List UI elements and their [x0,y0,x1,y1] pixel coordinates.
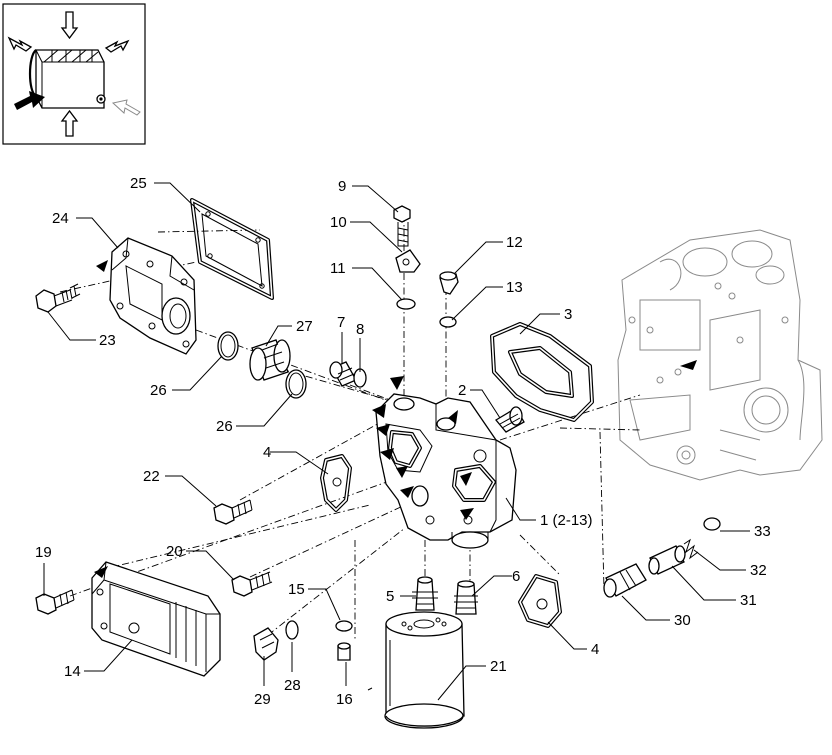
spring-32 [683,538,699,560]
callout-29: 29 [254,691,271,708]
filter-housing [372,376,517,549]
plug-29 [253,627,279,661]
callout-5: 5 [386,588,394,605]
callout-labels: 25 24 23 26 26 27 9 10 11 12 13 7 8 3 2 … [35,175,771,708]
arrow-up-icon [60,109,79,137]
nipple-5 [412,576,438,611]
callout-2: 2 [458,382,466,399]
callout-33: 33 [754,523,771,540]
callout-3: 3 [564,306,572,323]
nipple-6 [454,580,478,615]
arrow-left-gray-icon [111,99,141,116]
plug-12 [439,271,459,295]
tube-31 [648,545,686,575]
callout-30: 30 [674,612,691,629]
callout-7: 7 [337,314,345,331]
bolt-19 [35,589,75,615]
o-ring-upper [217,331,239,361]
seal-ring-28 [285,620,299,640]
callout-4-upper: 4 [263,444,271,461]
engine-block-outline [617,229,823,481]
valve-7 [329,361,357,387]
callout-26-lower: 26 [216,418,233,435]
callout-27: 27 [296,318,313,335]
seal-ring-15 [335,620,353,632]
callout-28: 28 [284,677,301,694]
callout-6: 6 [512,568,520,585]
callout-1: 1 (2-13) [540,512,593,529]
plug-16 [337,642,351,661]
callout-4-lower: 4 [591,641,599,658]
bolt-9 [393,205,411,247]
leader-lines [43,182,750,701]
arrow-left-filled-icon [680,360,697,370]
gasket-3 [490,322,594,422]
arrow-down-icon [60,11,79,40]
callout-21: 21 [490,658,507,675]
oil-cooler [91,561,221,677]
callout-12: 12 [506,234,523,251]
callout-25: 25 [130,175,147,192]
sensor-30 [603,563,647,598]
callout-16: 16 [336,691,353,708]
cover-bolt [35,283,81,313]
callout-31: 31 [740,592,757,609]
gasket-4-lower [518,574,562,628]
callout-8: 8 [356,321,364,338]
oil-filter [384,611,465,729]
bolt-20 [231,571,273,597]
relief-valve-2 [495,406,525,433]
callout-23: 23 [99,332,116,349]
seal-ring-33 [703,517,721,531]
bolt-22 [213,499,253,525]
callout-20: 20 [166,543,183,560]
gasket-4-upper [320,454,352,512]
callout-22: 22 [143,468,160,485]
washer-10 [395,249,421,273]
callout-9: 9 [338,178,346,195]
callout-13: 13 [506,279,523,296]
callout-26-upper: 26 [150,382,167,399]
seal-ring-11 [396,298,416,310]
orientation-inset [2,3,146,145]
cover-gasket [190,198,274,300]
arrow-right-filled-icon [14,91,45,110]
arrow-left-icon [104,39,130,53]
callout-24: 24 [52,210,69,227]
o-ring-lower [285,369,307,399]
callout-19: 19 [35,544,52,561]
oil-cooler-cover [96,237,197,355]
callout-15: 15 [288,581,305,598]
arrow-right-icon [7,36,33,52]
callout-11: 11 [330,260,346,277]
callout-10: 10 [330,214,347,231]
callout-14: 14 [64,663,81,680]
sleeve [249,339,291,381]
callout-32: 32 [750,562,767,579]
